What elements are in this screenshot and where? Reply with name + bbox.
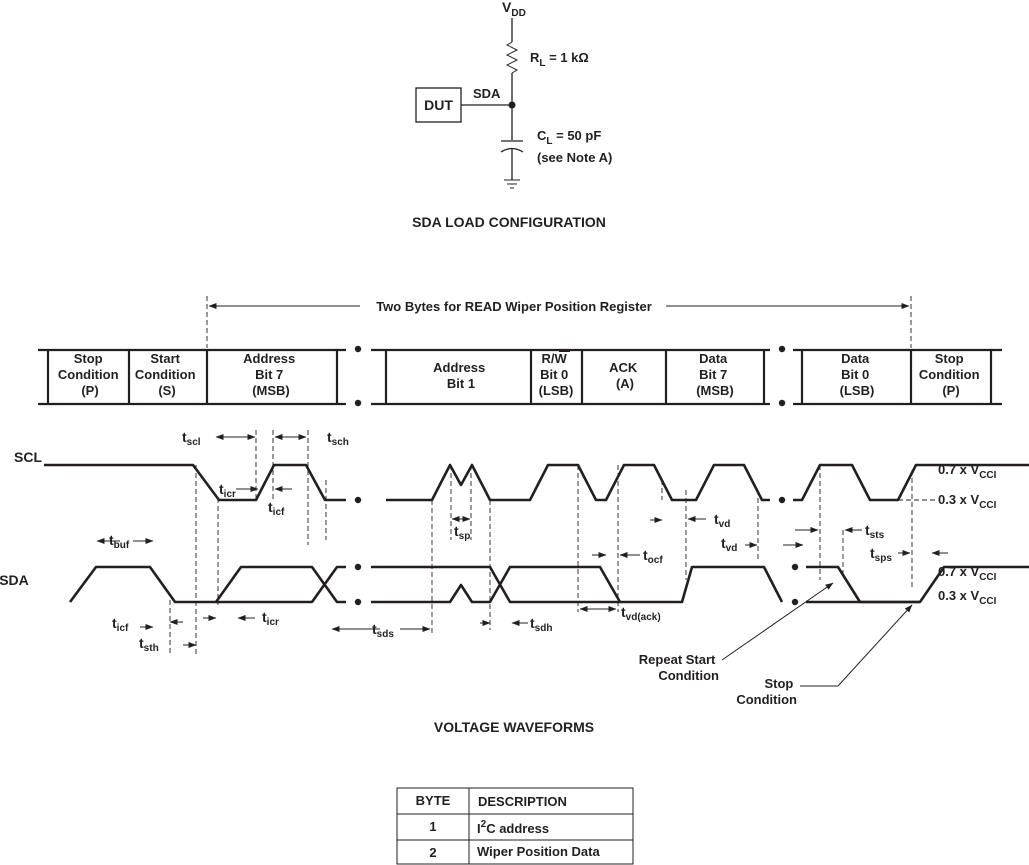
sda-trace-2 (216, 565, 346, 604)
sda-break-dot-3 (791, 598, 799, 606)
cl-note: (see Note A) (537, 150, 612, 165)
cell-address-bit1: Address Bit 1 (433, 360, 489, 391)
label-ticr-scl: ticr (219, 481, 236, 500)
scl-waveform: SCL 0.7 x VCCI 0.3 x VCCI (14, 449, 1029, 511)
label-tvdack: tvd(ack) (621, 604, 661, 623)
label-tsds: tsds (372, 621, 394, 640)
sda-break-dot-2 (354, 598, 362, 606)
timing-arrows (96, 434, 948, 687)
sda-waveform: SDA 0.7 x VCCI 0.3 x VCCI (0, 563, 1029, 607)
label-tvd-scl: tvd (714, 511, 730, 530)
label-tsch: tsch (327, 429, 349, 448)
cell-data-bit0: Data Bit 0 (LSB) (840, 351, 875, 398)
byte-table: BYTE DESCRIPTION 1 I2C address 2 Wiper P… (396, 787, 634, 865)
cell-data-bit7: Data Bit 7 (MSB) (696, 351, 734, 398)
label-ticf-scl: ticf (268, 499, 285, 518)
label-tbuf: tbuf (109, 532, 130, 551)
span-label: Two Bytes for READ Wiper Position Regist… (376, 299, 652, 314)
scl-label: SCL (14, 449, 42, 465)
arrow-repeat-start (721, 582, 834, 661)
table-row-1-description: I2C address (477, 819, 549, 836)
label-tsts: tsts (865, 522, 885, 541)
table-header-description: DESCRIPTION (478, 794, 567, 809)
rl-label: RL = 1 kΩ (530, 50, 589, 69)
cell-address-bit7: Address Bit 7 (MSB) (243, 351, 299, 398)
cell-ack: ACK (A) (609, 360, 641, 391)
frame-break-dot-4 (778, 399, 786, 407)
frame-break-dot-1 (354, 345, 362, 353)
resistor-symbol (505, 41, 519, 74)
frame-break-dot-3 (778, 345, 786, 353)
sda-break-dot-1 (354, 563, 362, 571)
sda-trace-3 (371, 565, 784, 604)
arrow-stop-condition (837, 604, 913, 687)
label-tocf: tocf (643, 547, 663, 566)
scl-trace-1 (44, 463, 346, 502)
condition-callouts: Repeat Start Condition Stop Condition (639, 652, 797, 707)
label-tvd-sda: tvd (721, 535, 737, 554)
capacitor-plate-bottom (500, 147, 524, 153)
load-config-caption: SDA LOAD CONFIGURATION (412, 214, 606, 230)
scl-trace-3 (793, 463, 1029, 502)
sda-level-high: 0.7 x VCCI (938, 564, 997, 583)
span-indicator: Two Bytes for READ Wiper Position Regist… (206, 296, 912, 348)
label-tsth: tsth (139, 635, 159, 654)
label-tsp: tsp (454, 523, 470, 542)
scl-level-low: 0.3 x VCCI (938, 492, 997, 511)
node-dot (508, 101, 516, 109)
label-ticr-sda: ticr (262, 609, 279, 628)
table-row-2-description: Wiper Position Data (477, 844, 600, 859)
cell-start-condition: Start Condition (S) (135, 351, 199, 398)
label-tscl: tscl (182, 429, 201, 448)
label-ticf-sda: ticf (112, 615, 129, 634)
bit-frame: Stop Condition (P) Start Condition (S) A… (38, 345, 1002, 407)
cell-rw-bit0: R/W Bit 0 (LSB) (539, 351, 574, 398)
table-row-1-byte: 1 (429, 819, 436, 834)
table-row-2-byte: 2 (429, 845, 436, 860)
label-tsps: tsps (870, 545, 892, 564)
sda-trace-4 (371, 565, 622, 604)
cell-stop-condition-1: Stop Condition (P) (58, 351, 122, 398)
stop-condition-callout: Stop Condition (736, 676, 797, 707)
vdd-label: VDD (502, 0, 526, 19)
cell-stop-condition-2: Stop Condition (P) (919, 351, 983, 398)
scl-level-high: 0.7 x VCCI (938, 462, 997, 481)
sda-node-label: SDA (473, 86, 501, 101)
scl-break-dot-2 (778, 496, 786, 504)
sda-break-dot-4 (791, 563, 799, 571)
waveforms-caption: VOLTAGE WAVEFORMS (434, 719, 594, 735)
scl-trace-2 (386, 463, 770, 502)
sda-trace-1 (68, 565, 346, 604)
frame-dividers (46, 350, 993, 404)
frame-break-dot-2 (354, 399, 362, 407)
sda-label: SDA (0, 572, 29, 588)
sda-load-configuration: VDD RL = 1 kΩ DUT SDA CL = 50 pF (see No… (412, 0, 612, 230)
cl-label: CL = 50 pF (537, 128, 601, 147)
dut-label: DUT (424, 97, 453, 113)
timing-labels: tscl tsch ticr ticf tbuf ticf tsth ticr … (109, 429, 892, 654)
table-header-byte: BYTE (416, 793, 451, 808)
repeat-start-callout: Repeat Start Condition (639, 652, 719, 683)
scl-break-dot-1 (354, 496, 362, 504)
table-border (396, 787, 634, 865)
sda-level-low: 0.3 x VCCI (938, 588, 997, 607)
label-tsdh: tsdh (530, 615, 552, 634)
timing-reference-lines (169, 430, 913, 655)
